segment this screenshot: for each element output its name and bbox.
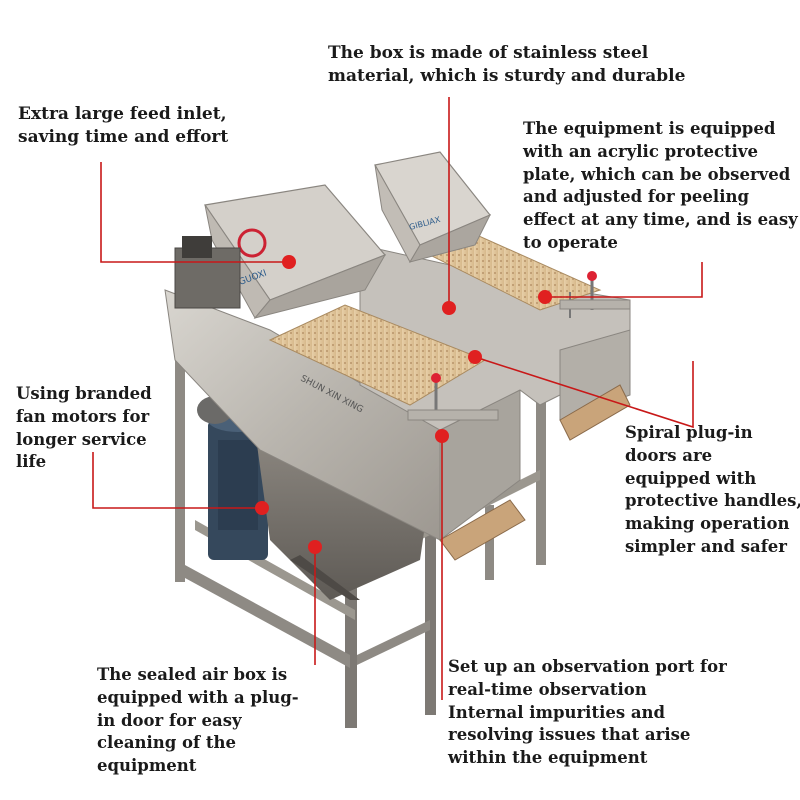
annotation-line: resolving issues that arise [448,725,691,745]
feed-inlet-right: GIBLIAX [374,151,492,264]
annotation-line: with an acrylic protective [523,141,758,161]
sealed-air-box [255,430,430,600]
annotation-line: Set up an observation port for [448,657,727,676]
annotation-box-material: The box is made of stainless steel mater… [328,42,685,88]
annotation-acrylic-plate: The equipment is equipped with an acryli… [523,118,798,255]
annotation-feed-inlet: Extra large feed inlet, saving time and … [18,103,228,149]
callout-dots [255,255,552,554]
annotation-line: making operation [625,514,790,534]
annotation-line: equipped with a plug- [97,687,299,707]
annotation-line: Using branded [16,384,152,403]
control-box [174,236,241,309]
annotation-line: cleaning of the [97,733,237,753]
annotation-line: Internal impurities and [448,702,666,722]
annotation-line: longer service [16,429,147,449]
annotation-line: within the equipment [448,748,648,768]
annotation-line: material, which is sturdy and durable [328,66,686,86]
annotation-line: to operate [523,232,618,252]
annotation-fan-motor: Using branded fan motors for longer serv… [16,383,152,474]
annotation-line: equipped with [625,468,757,488]
annotation-line: doors are [625,445,713,465]
annotation-air-box: The sealed air box is equipped with a pl… [97,664,299,778]
callout-lines [92,97,703,700]
annotation-observation-port: Set up an observation port for real-time… [448,656,727,770]
annotation-line: simpler and safer [625,536,787,556]
annotation-line: in door for easy [97,710,242,730]
annotation-line: effect at any time, and is easy [523,210,798,230]
annotation-line: and adjusted for peeling [523,187,749,207]
annotation-line: Extra large feed inlet, [18,104,227,124]
annotation-line: real-time observation [448,679,647,699]
annotation-line: life [16,452,47,472]
annotation-line: Spiral plug-in [625,423,753,442]
annotation-line: saving time and effort [18,127,229,147]
spiral-door-handles [407,271,631,421]
annotation-spiral-doors: Spiral plug-in doors are equipped with p… [625,422,800,559]
annotation-line: The equipment is equipped [523,119,776,138]
annotation-line: protective handles, [625,491,800,511]
annotation-line: plate, which can be observed [523,164,791,184]
annotation-line: The box is made of stainless steel [328,43,649,63]
annotation-line: fan motors for [16,406,150,426]
annotation-line: equipment [97,756,197,776]
annotation-line: The sealed air box is [97,665,288,684]
